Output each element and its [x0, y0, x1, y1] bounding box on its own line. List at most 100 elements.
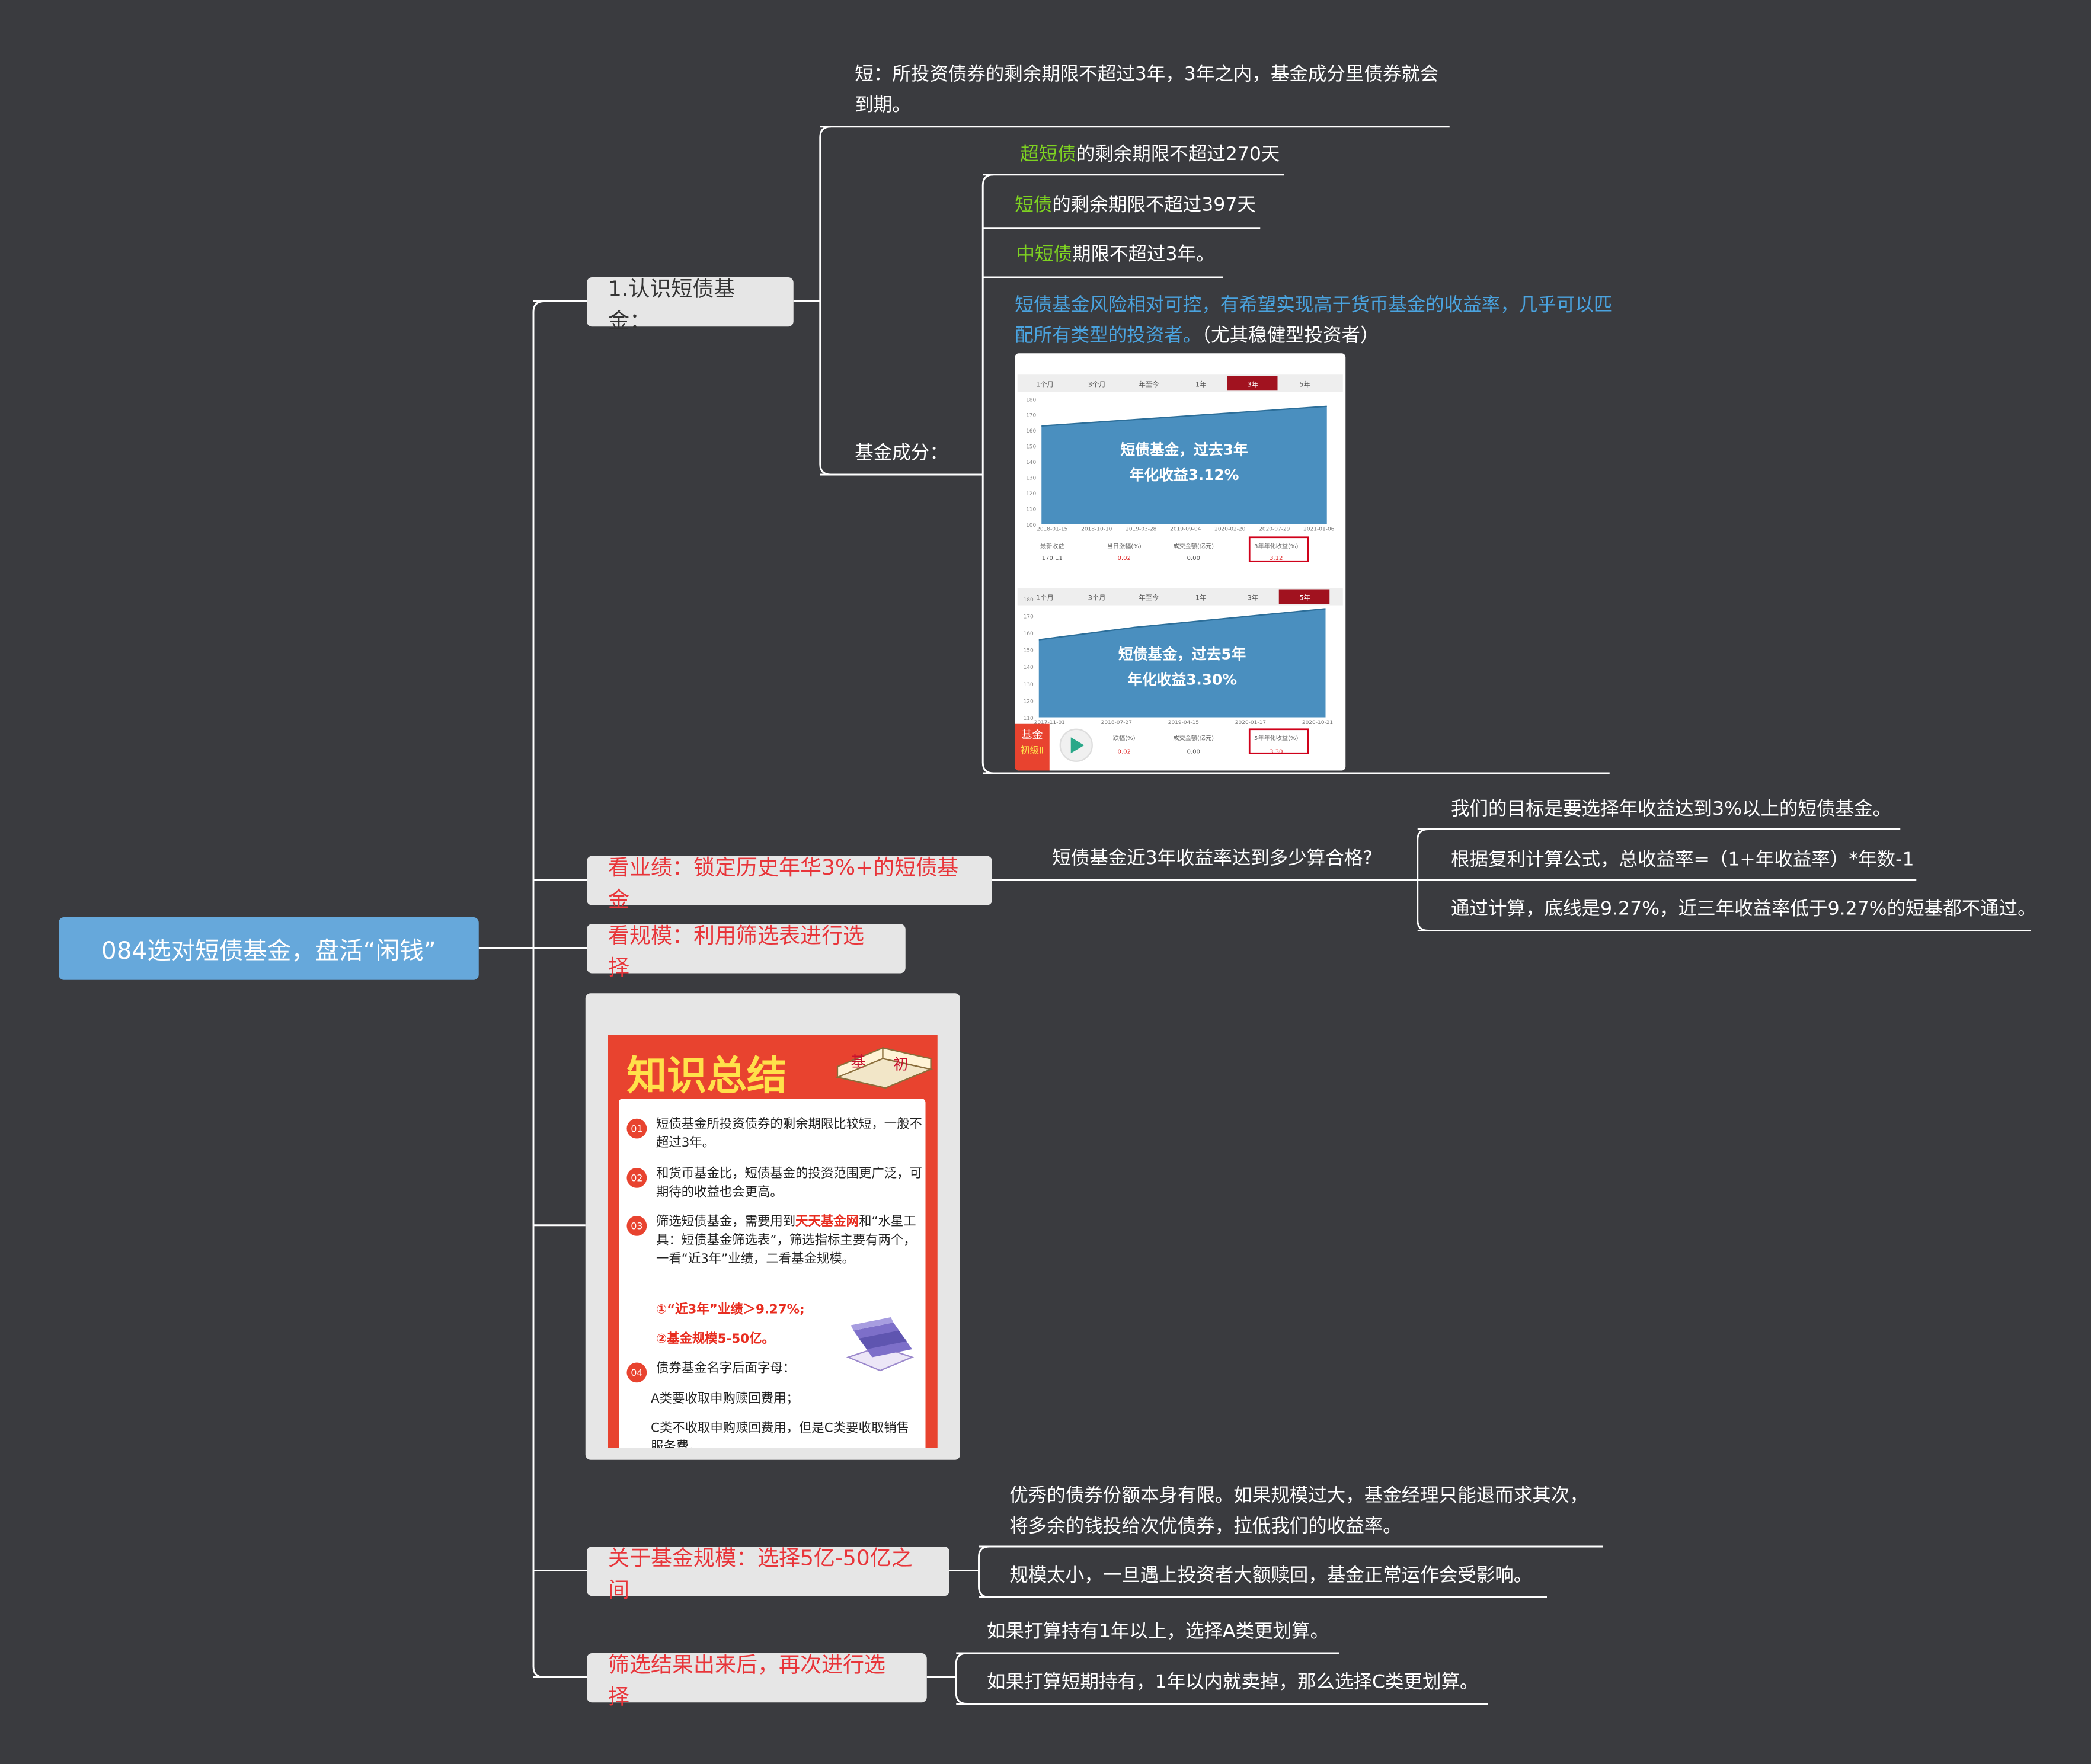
chart1-ytick: 110	[1024, 716, 1034, 722]
summary-num-04: 04	[626, 1362, 647, 1383]
chart1-ytick: 140	[1024, 665, 1034, 671]
chart0-xtick: 2021-01-06	[1303, 527, 1335, 533]
book-char-2: 初	[894, 1056, 909, 1073]
branch-label: 看规模：利用筛选表进行选择	[608, 921, 865, 979]
root-topic[interactable]: 084选对短债基金，盘活“闲钱”	[59, 917, 479, 980]
branch-label: 筛选结果出来后，再次进行选择	[608, 1651, 886, 1709]
mid-short-keyword: 中短债	[1016, 244, 1073, 265]
video-badge-line2: 初级Ⅱ	[1021, 744, 1044, 755]
chart1-ytick: 120	[1024, 699, 1034, 705]
scale-note-2: 规模太小，一旦遇上投资者大额赎回，基金正常运作会受影响。	[1009, 1565, 1533, 1587]
chart0-ytick: 140	[1026, 460, 1036, 466]
chart1-xtick: 2020-10-21	[1302, 720, 1333, 726]
chart0-tab-label: 1个月	[1036, 381, 1054, 389]
fund-charts-image: 1个月 3个月 年至今 1年 3年 5年 180 170 160 150 140 130 120 110 1…	[1015, 353, 1346, 771]
branch-label: 1.认识短债基金：	[608, 275, 736, 333]
chart1-tab-active	[1278, 589, 1330, 604]
video-badge-line1: 基金	[1022, 729, 1043, 742]
play-icon	[1070, 737, 1085, 754]
summary-item-4: 债券基金名字后面字母：	[656, 1361, 796, 1376]
chart1-stat-label: 5年年化收益(%)	[1254, 734, 1299, 742]
chart1-tab-label: 3个月	[1088, 594, 1106, 602]
chart1-ytick: 150	[1024, 648, 1034, 654]
chart0-stat-value: 0.02	[1117, 555, 1131, 562]
chart0-tab-label: 1年	[1195, 380, 1206, 389]
chart0-xtick: 2019-03-28	[1126, 527, 1157, 533]
risk-rest: （尤其稳健型投资者）	[1201, 325, 1379, 347]
summary-rule-1: ①“近3年”业绩＞9.27%;	[656, 1302, 805, 1317]
branch-fund-scale[interactable]: 关于基金规模：选择5亿-50亿之间	[587, 1545, 949, 1602]
summary-item-3c: 和“水星工具：短债基金筛选表”，筛选指标主要有两个，一看“近3年”业绩，二看基金…	[656, 1214, 916, 1267]
summary-title: 知识总结	[626, 1053, 787, 1100]
chart0-stat-value: 3.12	[1270, 555, 1283, 562]
branch-label: 关于基金规模：选择5亿-50亿之间	[608, 1544, 913, 1602]
reselect-note-2: 如果打算短期持有，1年以内就卖掉，那么选择C类更划算。	[987, 1672, 1479, 1693]
chart0-xtick: 2018-10-10	[1081, 527, 1112, 533]
branch-reselect[interactable]: 筛选结果出来后，再次进行选择	[587, 1651, 927, 1708]
chart1-ytick: 130	[1024, 682, 1034, 688]
fund-composition-label: 基金成分：	[855, 443, 948, 464]
chart1-tab-label: 1年	[1195, 594, 1206, 602]
fund-charts-svg: 1个月 3个月 年至今 1年 3年 5年 180 170 160 150 140 130 120 110 1…	[1015, 374, 1343, 771]
summary-item-3-link: 天天基金网	[795, 1214, 859, 1230]
video-badge	[1015, 723, 1050, 771]
chart0-area	[1041, 406, 1327, 524]
summary-item-4c: C类不收取申购赎回费用，但是C类要收取销售服务费。	[651, 1421, 910, 1448]
chart0-stat-value: 0.00	[1187, 555, 1200, 562]
short-keyword: 短债	[1015, 194, 1053, 216]
scale-note-1: 优秀的债券份额本身有限。如果规模过大，基金经理只能退而求其次，将多余的钱投给次优…	[1009, 1485, 1588, 1538]
branch-check-scale[interactable]: 看规模：利用筛选表进行选择	[587, 922, 906, 979]
chart1-stat-value: 0.02	[1117, 748, 1131, 755]
book-char-1: 基	[851, 1053, 866, 1070]
reselect-note-1: 如果打算持有1年以上，选择A类更划算。	[987, 1621, 1329, 1643]
chart1-stat-value: 3.30	[1270, 748, 1283, 755]
mid-short-rest: 期限不超过3年。	[1072, 244, 1215, 265]
chart1-area	[1038, 609, 1326, 718]
chart1-line	[1038, 608, 1326, 641]
summary-item-4a: A类要收取申购赎回费用；	[651, 1392, 799, 1407]
branch-check-performance[interactable]: 看业绩：锁定历史年华3%+的短债基金	[587, 854, 992, 911]
chart0-xtick: 2020-02-20	[1214, 527, 1246, 533]
chart1-ytick: 160	[1024, 631, 1034, 637]
mid-short-note: 中短债期限不超过3年。	[1016, 240, 1215, 271]
chart0-annotation-1: 短债基金，过去3年	[1120, 441, 1248, 458]
performance-answer-3: 通过计算，底线是9.27%，近三年收益率低于9.27%的短基都不通过。	[1451, 898, 2036, 920]
chart1-xtick: 2018-07-27	[1101, 720, 1132, 726]
short-definition: 短：所投资债券的剩余期限不超过3年，3年之内，基金成分里债券就会到期。	[855, 64, 1439, 116]
chart0-ytick: 100	[1026, 523, 1036, 529]
performance-answer-2: 根据复利计算公式，总收益率=（1+年收益率）*年数-1	[1451, 849, 1914, 871]
chart1-highlight-box	[1248, 728, 1309, 754]
performance-question: 短债基金近3年收益率达到多少算合格?	[1052, 848, 1373, 869]
chart0-xtick: 2018-01-15	[1037, 527, 1067, 533]
short-note: 短债的剩余期限不超过397天	[1015, 191, 1256, 222]
summary-card: 01 短债基金所投资债券的剩余期限比较短，一般不超过3年。 02 和货币基金比，…	[619, 1099, 926, 1448]
chart0-xtick: 2019-09-04	[1170, 527, 1201, 533]
chart0-tab-label: 3年	[1248, 380, 1258, 389]
chart1-tab-label: 1个月	[1036, 594, 1054, 602]
chart0-stat-label: 当日涨幅(%)	[1107, 542, 1142, 550]
chart0-tab-label: 年至今	[1139, 380, 1159, 389]
chart0-ytick: 170	[1026, 413, 1036, 419]
chart1-stat-value: 0.00	[1187, 748, 1200, 755]
branch-know-short-bond-fund[interactable]: 1.认识短债基金：	[587, 276, 794, 332]
chart0-highlight-box	[1248, 536, 1309, 562]
chart0-line	[1041, 405, 1327, 427]
chart1-tab-label: 5年	[1299, 594, 1310, 602]
risk-highlight: 短债基金风险相对可控，有希望实现高于货币基金的收益率，几乎可以匹配所有类型的投资…	[1015, 294, 1613, 347]
risk-note: 短债基金风险相对可控，有希望实现高于货币基金的收益率，几乎可以匹配所有类型的投资…	[1015, 291, 1612, 353]
chart0-ytick: 110	[1026, 507, 1036, 513]
performance-answer-1: 我们的目标是要选择年收益达到3%以上的短债基金。	[1451, 798, 1891, 820]
chart0-ytick: 130	[1026, 475, 1036, 481]
summary-rule-2: ②基金规模5-50亿。	[656, 1331, 775, 1347]
chart1-xtick: 2020-01-17	[1235, 720, 1266, 726]
summary-item-3a: 筛选短债基金，需要用到	[656, 1214, 796, 1230]
chart0-xtick: 2020-07-29	[1259, 527, 1290, 533]
chart1-ytick: 180	[1024, 597, 1034, 603]
books-icon	[846, 1317, 915, 1372]
chart1-xtick: 2017-11-01	[1034, 720, 1065, 726]
chart1-ytick: 170	[1024, 614, 1034, 620]
chart0-tabbar	[1017, 374, 1343, 392]
chart1-annotation-1: 短债基金，过去5年	[1118, 646, 1246, 663]
chart1-tab-label: 3年	[1248, 594, 1258, 602]
open-book-icon: 基 初	[835, 1046, 933, 1089]
